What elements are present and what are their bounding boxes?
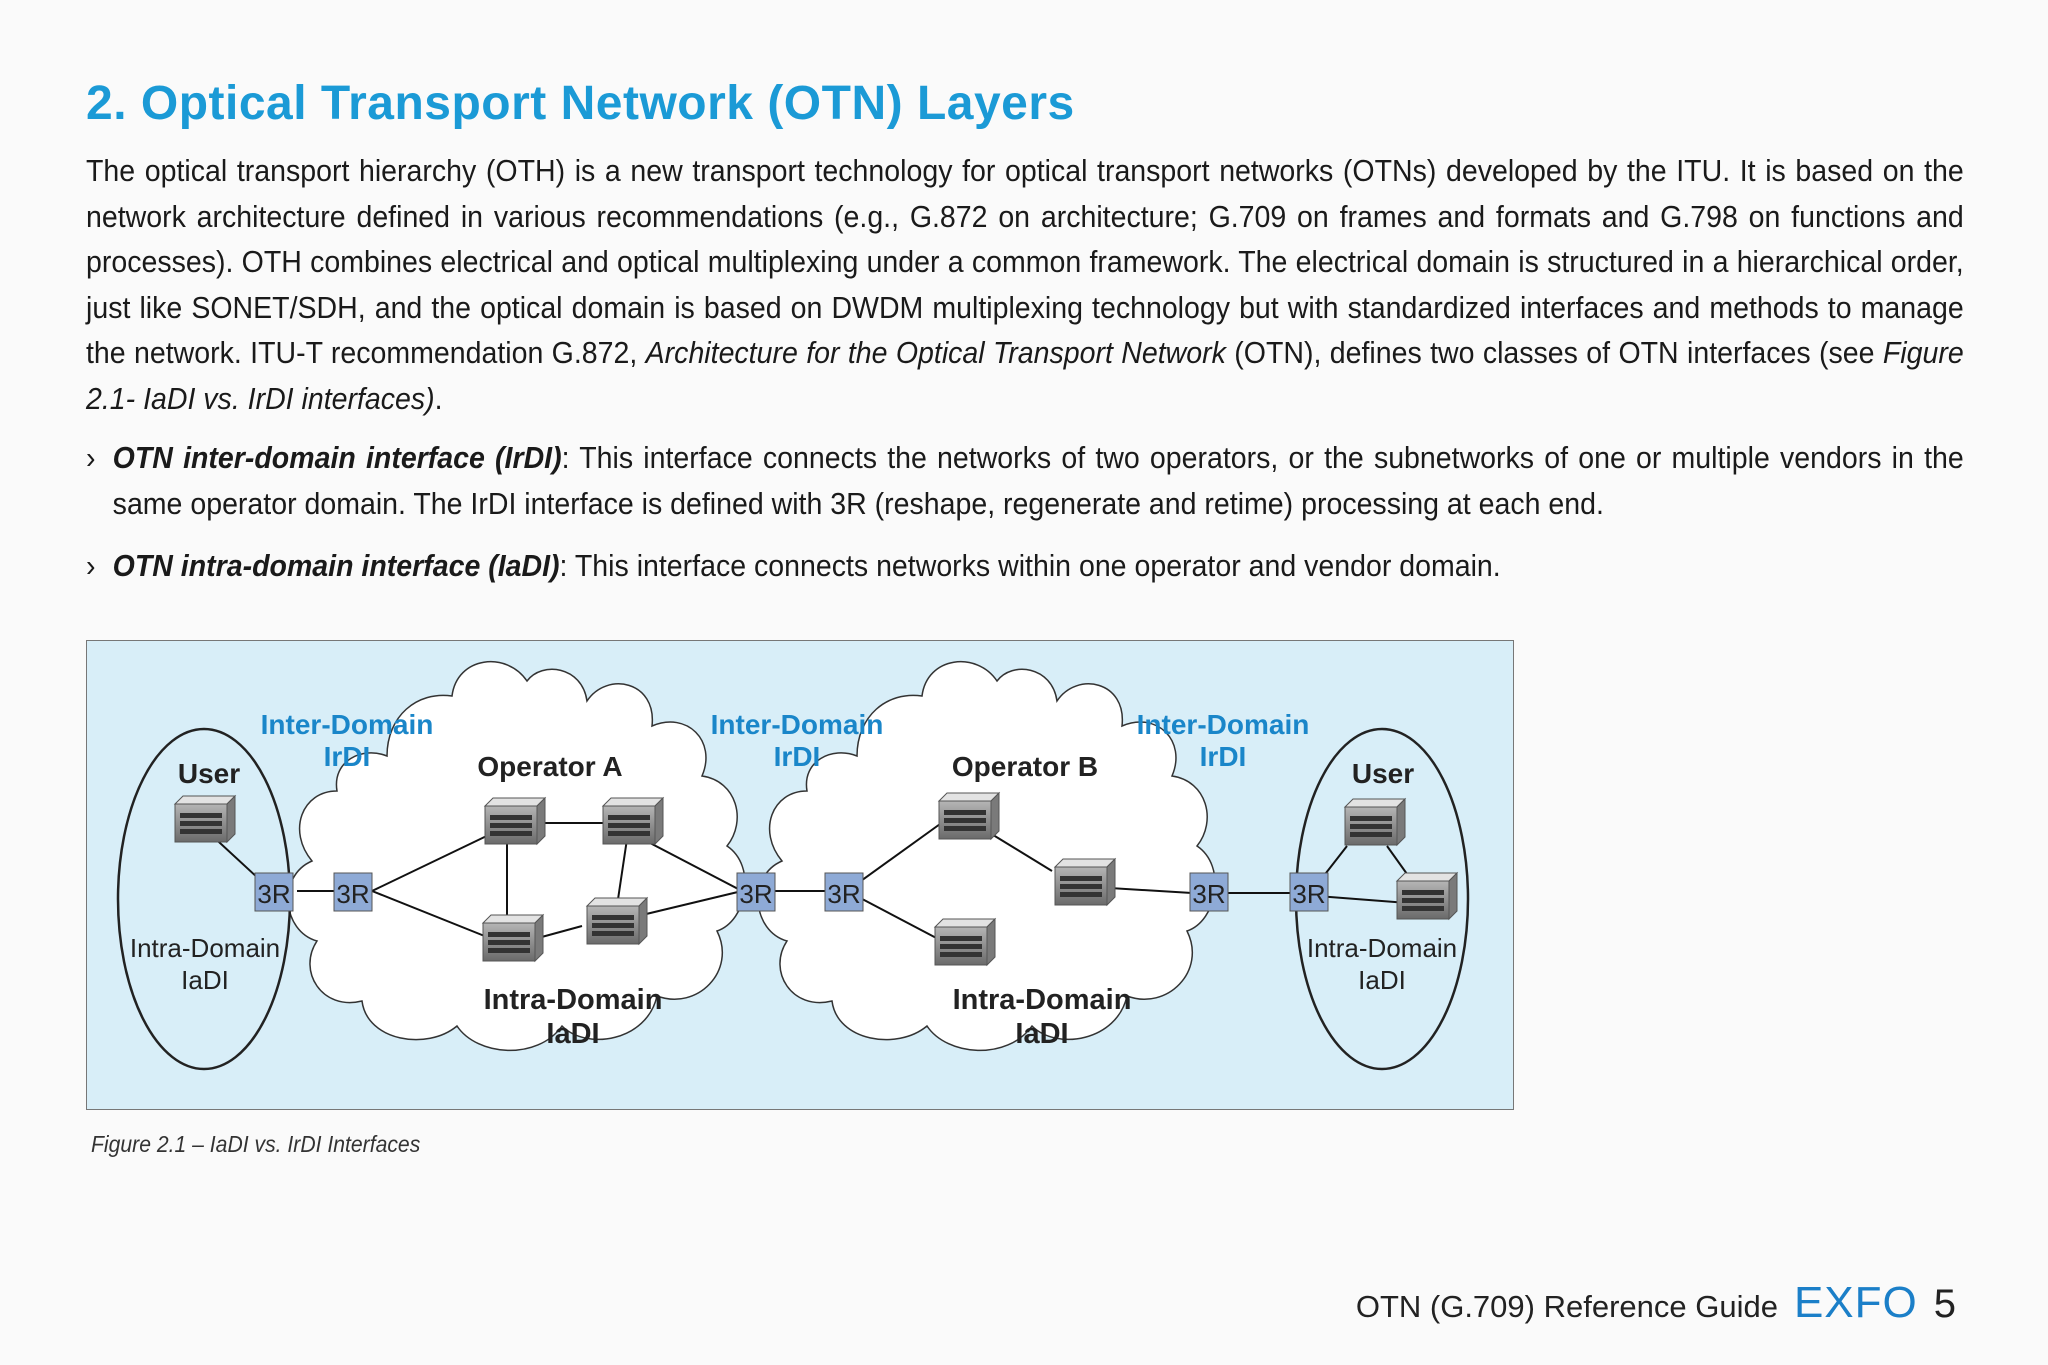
user-right-label: User xyxy=(1352,758,1414,789)
regenerator-3r-6: 3R xyxy=(1289,872,1329,912)
page-heading: 2. Optical Transport Network (OTN) Layer… xyxy=(86,77,1075,130)
interface-bullet-list: ›OTN inter-domain interface (IrDI): This… xyxy=(86,435,1964,606)
bullet-text: : This interface connects the networks o… xyxy=(112,440,1964,521)
router-icon xyxy=(938,792,1000,840)
intro-text-middle: (OTN), defines two classes of OTN interf… xyxy=(1225,335,1883,370)
operator-a-label: Operator A xyxy=(477,751,622,782)
intro-italic-title: Architecture for the Optical Transport N… xyxy=(645,335,1226,370)
footer-page-number: 5 xyxy=(1933,1282,1956,1326)
intro-text-end: . xyxy=(434,380,443,416)
router-icon xyxy=(602,797,664,845)
intra-domain-label-left: Intra-Domain xyxy=(130,933,280,963)
svg-text:3R: 3R xyxy=(1192,879,1225,909)
router-icon xyxy=(482,914,544,962)
irdi-label: IrDI xyxy=(324,741,371,772)
intro-paragraph: The optical transport hierarchy (OTH) is… xyxy=(86,148,1964,421)
operator-b-cloud xyxy=(757,660,1216,1052)
router-icon xyxy=(484,797,546,845)
iadi-label-right: IaDI xyxy=(1358,965,1406,995)
irdi-label: IrDI xyxy=(1200,741,1247,772)
footer-brand-logo: EXFO xyxy=(1793,1278,1918,1327)
intro-italic-reference: Figure 2.1- IaDI vs. IrDI interfaces) xyxy=(86,335,1964,416)
network-links xyxy=(206,818,1413,942)
router-icon xyxy=(586,897,648,945)
router-icon xyxy=(1344,798,1406,846)
page-footer: OTN (G.709) Reference Guide EXFO 5 xyxy=(1356,1278,1956,1328)
bullet-text: : This interface connects networks withi… xyxy=(559,548,1501,583)
router-icon xyxy=(1054,858,1116,906)
inter-domain-label: Inter-Domain xyxy=(1137,709,1310,740)
intra-domain-label-operator-b: Intra-Domain xyxy=(953,984,1132,1016)
router-icon xyxy=(174,795,236,843)
iadi-label-operator-a: IaDI xyxy=(546,1018,599,1050)
bullet-irdi: › OTN inter-domain interface (IrDI): This… xyxy=(86,435,1964,526)
router-icon xyxy=(1396,872,1458,920)
intro-text-before: The optical transport hierarchy (OTH) is… xyxy=(86,153,1964,370)
irdi-label: IrDI xyxy=(774,741,821,772)
intra-domain-label-operator-a: Intra-Domain xyxy=(484,984,663,1016)
regenerator-3r-3: 3R xyxy=(736,872,776,912)
svg-text:3R: 3R xyxy=(257,879,290,909)
regenerator-3r-1: 3R xyxy=(254,872,294,912)
iadi-label-operator-b: IaDI xyxy=(1015,1018,1068,1050)
bullet-term: OTN inter-domain interface (IrDI) xyxy=(112,440,562,475)
inter-domain-label: Inter-Domain xyxy=(261,709,434,740)
bullet-marker: › xyxy=(86,440,96,475)
router-icon xyxy=(934,918,996,966)
bullet-iadi: › OTN intra-domain interface (IaDI): This… xyxy=(86,543,1964,589)
svg-text:3R: 3R xyxy=(336,879,369,909)
intra-domain-label-right: Intra-Domain xyxy=(1307,933,1457,963)
iadi-label-left: IaDI xyxy=(181,965,229,995)
regenerator-3r-5: 3R xyxy=(1189,872,1229,912)
user-left-label: User xyxy=(178,758,240,789)
operator-a-cloud xyxy=(287,660,746,1052)
regenerator-3r-4: 3R xyxy=(824,872,864,912)
figure-iadi-irdi: 3R 3R 3R 3R 3R 3R Inter-Domain IrDI Inte… xyxy=(86,640,1514,1110)
bullet-term: OTN intra-domain interface (IaDI) xyxy=(112,548,560,583)
bullet-marker: › xyxy=(86,548,96,583)
svg-text:3R: 3R xyxy=(1292,879,1325,909)
regenerator-3r-2: 3R xyxy=(333,872,373,912)
inter-domain-label: Inter-Domain xyxy=(711,709,884,740)
network-diagram: 3R 3R 3R 3R 3R 3R Inter-Domain IrDI Inte… xyxy=(116,660,1470,1071)
footer-guide-title: OTN (G.709) Reference Guide xyxy=(1355,1289,1778,1324)
svg-text:3R: 3R xyxy=(739,879,772,909)
svg-text:3R: 3R xyxy=(827,879,860,909)
figure-caption: Figure 2.1 – IaDI vs. IrDI Interfaces xyxy=(91,1131,421,1157)
operator-b-label: Operator B xyxy=(952,751,1098,782)
